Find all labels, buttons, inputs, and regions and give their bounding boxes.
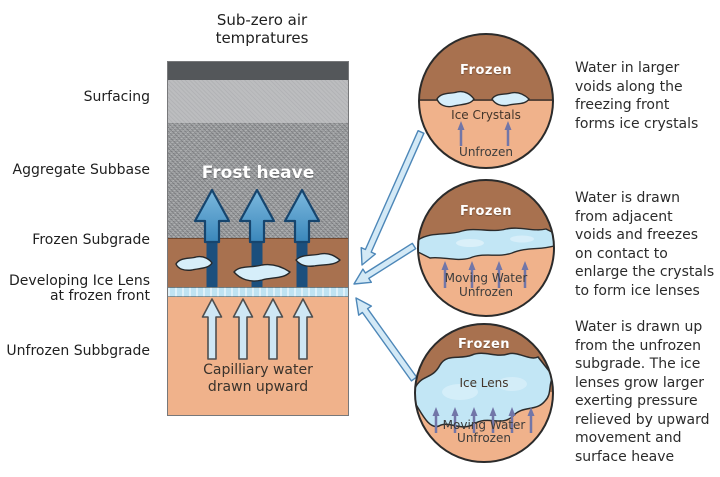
inset1-frozen-label: Frozen [459,63,513,78]
inset3-frozen-label: Frozen [457,337,511,352]
moving-water-arrow-icons [459,128,510,146]
moving-water-arrow-icons [434,414,533,433]
pavement-layer [168,62,348,80]
surfacing-layer [168,80,348,123]
inset1-ice-crystals-label: Ice Crystals [451,108,521,122]
label-frozen-subgrade: Frozen Subgrade [32,232,150,248]
inset2-frozen-label: Frozen [459,204,513,219]
inset3-unfrozen-label: Unfrozen [457,431,511,445]
frost-heave-arrow-icons [193,188,321,244]
capillary-water-label: Capilliary water drawn upward [203,362,313,395]
inset-circle-forming-lenses [417,179,555,317]
frost-heave-label: Frost heave [201,163,315,183]
label-developing-ice-lens: Developing Ice Lens at frozen front [9,273,150,304]
unfrozen-subgrade-layer [168,297,348,415]
label-aggregate-subbase: Aggregate Subbase [12,162,150,178]
description-forming-lenses: Water is drawn from adjacent voids and f… [575,190,715,299]
ice-crystal-blobs [175,252,341,282]
inset-circle-ice-lens [414,323,554,463]
connector-arrow-icons [353,129,425,382]
inset2-unfrozen-label: Unfrozen [459,285,513,299]
moving-water-arrow-icons [443,268,527,288]
inset1-unfrozen-label: Unfrozen [459,145,513,159]
label-surfacing: Surfacing [83,89,150,105]
label-unfrozen-subgrade: Unfrozen Subbgrade [6,343,150,359]
capillary-water-arrow-icons [201,298,314,360]
inset3-moving-water-label: Moving Water [442,418,526,432]
description-ice-lens-growth: Water is drawn up from the unfrozen subg… [575,319,710,465]
inset3-ice-lens-label: Ice Lens [459,376,509,390]
inset2-moving-water-label: Moving Water [444,271,528,285]
ice-lens-layer [168,287,348,297]
description-ice-crystals: Water in larger voids along the freezing… [575,60,699,132]
air-temperature-label: Sub-zero air tempratures [215,11,309,47]
